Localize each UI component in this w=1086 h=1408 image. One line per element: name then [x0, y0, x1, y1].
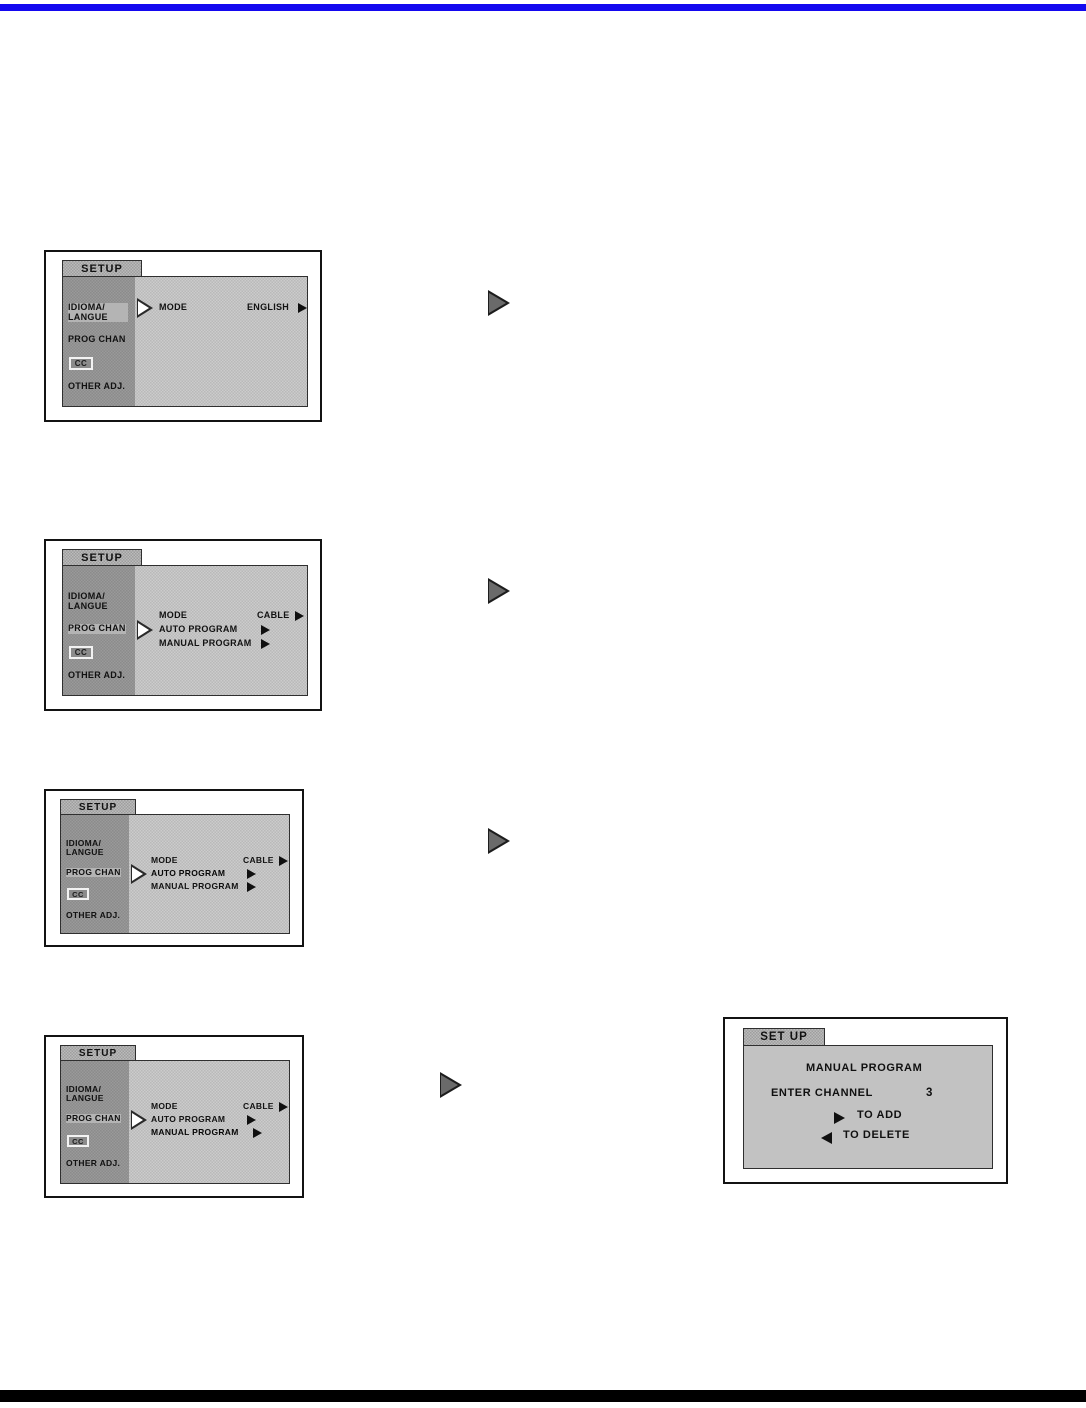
- sidebar-item-cc[interactable]: CC: [67, 888, 89, 900]
- figure-card-auto-program: SETUP IDIOMA/ LANGUE PROG CHAN CC OTHER …: [44, 789, 304, 947]
- menu-row-value-mode[interactable]: CABLE: [243, 855, 274, 865]
- cursor-arrow-icon-4: [131, 1110, 147, 1130]
- sidebar-item-idioma[interactable]: IDIOMA/ LANGUE: [66, 838, 104, 858]
- row-arrow-icon-manual-program: [247, 882, 256, 892]
- bottom-black-rule: [0, 1390, 1086, 1402]
- osd-body-manual-entry: MANUAL PROGRAM ENTER CHANNEL 3 TO ADD TO…: [743, 1045, 993, 1169]
- sidebar-item-idioma[interactable]: IDIOMA/ LANGUE: [68, 302, 128, 323]
- sidebar-item-other-adj[interactable]: OTHER ADJ.: [66, 910, 121, 920]
- to-add-arrow-icon: [834, 1112, 845, 1124]
- osd-body-1: IDIOMA/ LANGUE PROG CHAN CC OTHER ADJ. M…: [62, 276, 308, 407]
- figure-card-prog-chan: SETUP IDIOMA/ LANGUE PROG CHAN CC OTHER …: [44, 539, 322, 711]
- menu-row-label-mode[interactable]: MODE: [151, 855, 178, 865]
- manual-program-title: MANUAL PROGRAM: [806, 1062, 923, 1074]
- row-arrow-icon-mode: [279, 856, 288, 866]
- sidebar-item-prog-chan[interactable]: PROG CHAN: [68, 623, 126, 634]
- cursor-arrow-icon-2: [137, 620, 153, 640]
- row-arrow-icon-mode: [295, 611, 304, 621]
- sidebar-item-prog-chan[interactable]: PROG CHAN: [68, 334, 126, 344]
- sidebar-item-other-adj[interactable]: OTHER ADJ.: [68, 670, 126, 680]
- cursor-arrow-icon-3: [131, 864, 147, 884]
- menu-row-label-auto-program[interactable]: AUTO PROGRAM: [151, 868, 226, 878]
- cursor-arrow-icon-1: [137, 298, 153, 318]
- row-arrow-icon-auto-program: [261, 625, 270, 635]
- osd-tab-setup-3: SETUP: [60, 799, 136, 815]
- sidebar-item-other-adj[interactable]: OTHER ADJ.: [66, 1158, 121, 1168]
- osd-body-2: IDIOMA/ LANGUE PROG CHAN CC OTHER ADJ. M…: [62, 565, 308, 696]
- menu-row-label-mode[interactable]: MODE: [151, 1101, 178, 1111]
- menu-row-label-manual-program[interactable]: MANUAL PROGRAM: [151, 1127, 239, 1137]
- menu-row-label-manual-program[interactable]: MANUAL PROGRAM: [151, 881, 239, 891]
- osd-tab-setup-2: SETUP: [62, 549, 142, 566]
- row-arrow-icon-manual-program: [261, 639, 270, 649]
- sidebar-item-idioma[interactable]: IDIOMA/ LANGUE: [66, 1084, 104, 1104]
- sidebar-item-prog-chan[interactable]: PROG CHAN: [66, 867, 121, 878]
- menu-row-label-auto-program[interactable]: AUTO PROGRAM: [159, 624, 238, 634]
- osd-sidebar-2: IDIOMA/ LANGUE PROG CHAN CC OTHER ADJ.: [63, 566, 135, 695]
- osd-content-manual-entry: MANUAL PROGRAM ENTER CHANNEL 3 TO ADD TO…: [744, 1046, 992, 1168]
- osd-tab-set-up: SET UP: [743, 1028, 825, 1046]
- figure-card-manual-program-entry: SET UP MANUAL PROGRAM ENTER CHANNEL 3 TO…: [723, 1017, 1008, 1184]
- to-add-label[interactable]: TO ADD: [857, 1109, 903, 1121]
- flow-arrow-2: [488, 578, 510, 604]
- menu-row-label-mode[interactable]: MODE: [159, 610, 188, 620]
- sidebar-item-cc[interactable]: CC: [69, 646, 93, 659]
- row-arrow-icon-auto-program: [247, 1115, 256, 1125]
- menu-row-value-mode[interactable]: CABLE: [243, 1101, 274, 1111]
- osd-body-4: IDIOMA/ LANGUE PROG CHAN CC OTHER ADJ. M…: [60, 1060, 290, 1184]
- row-arrow-icon-mode: [298, 303, 307, 313]
- enter-channel-label: ENTER CHANNEL: [771, 1087, 873, 1099]
- flow-arrow-1: [488, 290, 510, 316]
- enter-channel-value[interactable]: 3: [926, 1087, 933, 1099]
- sidebar-item-cc[interactable]: CC: [67, 1135, 89, 1147]
- to-delete-label[interactable]: TO DELETE: [843, 1129, 910, 1141]
- sidebar-item-idioma[interactable]: IDIOMA/ LANGUE: [68, 591, 108, 611]
- row-arrow-icon-mode: [279, 1102, 288, 1112]
- flow-arrow-4: [440, 1072, 462, 1098]
- sidebar-item-cc[interactable]: CC: [69, 357, 93, 370]
- osd-content-3: MODE CABLE AUTO PROGRAM MANUAL PROGRAM: [129, 815, 289, 933]
- to-delete-arrow-icon: [821, 1132, 832, 1144]
- osd-sidebar-4: IDIOMA/ LANGUE PROG CHAN CC OTHER ADJ.: [61, 1061, 129, 1183]
- menu-row-value-mode[interactable]: CABLE: [257, 610, 290, 620]
- figure-card-language: SETUP IDIOMA/ LANGUE PROG CHAN CC OTHER …: [44, 250, 322, 422]
- menu-row-label-manual-program[interactable]: MANUAL PROGRAM: [159, 638, 252, 648]
- osd-body-3: IDIOMA/ LANGUE PROG CHAN CC OTHER ADJ. M…: [60, 814, 290, 934]
- osd-content-1: MODE ENGLISH: [135, 277, 307, 406]
- top-blue-rule: [0, 4, 1086, 11]
- sidebar-item-prog-chan[interactable]: PROG CHAN: [66, 1113, 121, 1124]
- osd-sidebar-3: IDIOMA/ LANGUE PROG CHAN CC OTHER ADJ.: [61, 815, 129, 933]
- osd-tab-setup-1: SETUP: [62, 260, 142, 277]
- osd-sidebar-1: IDIOMA/ LANGUE PROG CHAN CC OTHER ADJ.: [63, 277, 135, 406]
- menu-row-label-auto-program[interactable]: AUTO PROGRAM: [151, 1114, 226, 1124]
- osd-content-4: MODE CABLE AUTO PROGRAM MANUAL PROGRAM: [129, 1061, 289, 1183]
- row-arrow-icon-manual-program: [253, 1128, 262, 1138]
- sidebar-item-other-adj[interactable]: OTHER ADJ.: [68, 381, 126, 391]
- figure-card-manual-program: SETUP IDIOMA/ LANGUE PROG CHAN CC OTHER …: [44, 1035, 304, 1198]
- osd-content-2: MODE CABLE AUTO PROGRAM MANUAL PROGRAM: [135, 566, 307, 695]
- menu-row-label-mode[interactable]: MODE: [159, 302, 188, 312]
- row-arrow-icon-auto-program: [247, 869, 256, 879]
- menu-row-value-mode[interactable]: ENGLISH: [247, 302, 290, 312]
- osd-tab-setup-4: SETUP: [60, 1045, 136, 1061]
- flow-arrow-3: [488, 828, 510, 854]
